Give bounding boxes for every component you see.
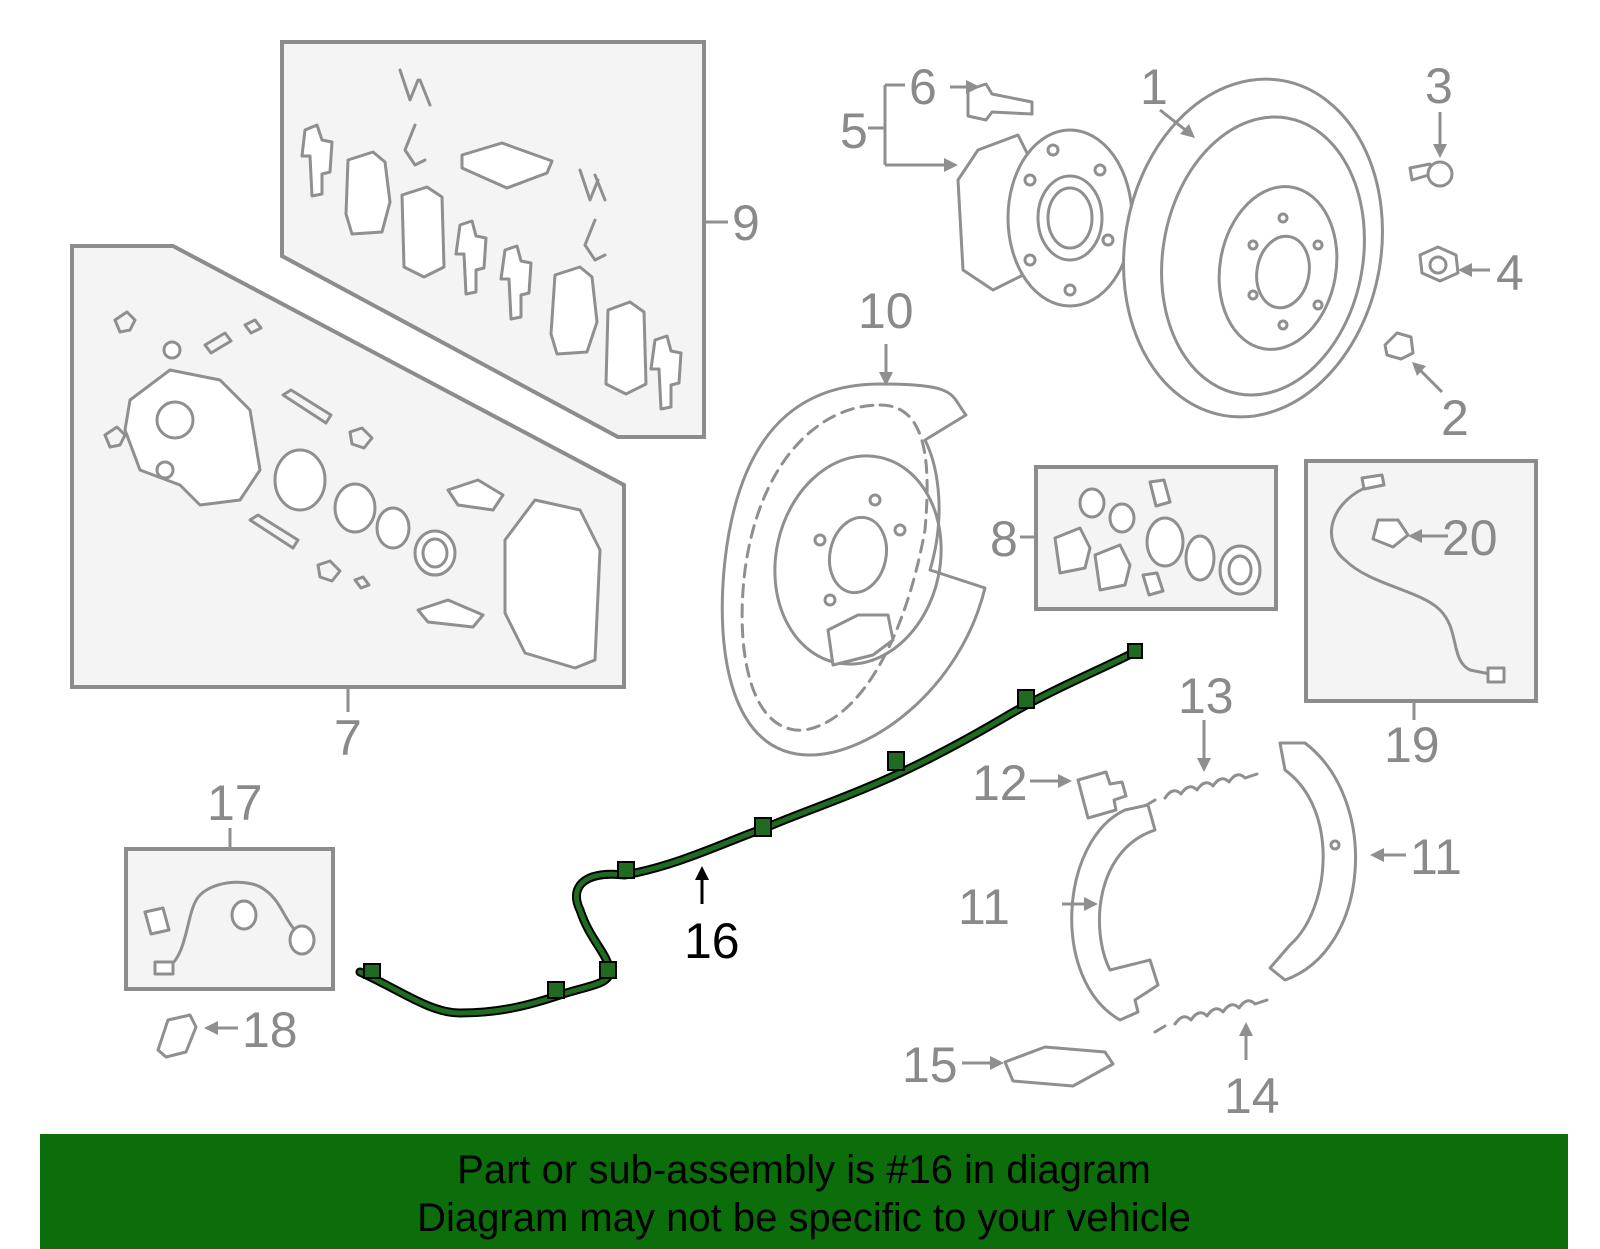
label-4: 4 (1496, 245, 1524, 301)
part-group-17: 17 (124, 775, 335, 991)
label-7: 7 (334, 710, 362, 766)
label-9: 9 (732, 195, 760, 251)
label-20: 20 (1442, 510, 1498, 566)
label-13: 13 (1178, 668, 1234, 724)
cable-clip (599, 961, 617, 979)
cable-clip (617, 861, 635, 879)
part-connector-12: 12 (972, 755, 1128, 820)
part-group-7: 7 (70, 244, 626, 766)
part-backing-plate-10: 10 (720, 283, 987, 757)
label-16: 16 (684, 913, 740, 969)
highlighted-part-16-cable[interactable]: 16 (355, 643, 1143, 1018)
label-19: 19 (1384, 717, 1440, 773)
part-group-19: 20 19 (1304, 459, 1538, 773)
cable-clip (363, 963, 381, 979)
part-brake-shoes-11: 11 11 (958, 741, 1462, 1022)
cable-clip (1017, 689, 1035, 709)
part-bracket-18: 18 (156, 1002, 298, 1059)
label-3: 3 (1425, 58, 1453, 114)
label-15: 15 (902, 1037, 958, 1093)
part-hub-5: 6 5 (840, 59, 1134, 308)
label-11-right: 11 (1410, 829, 1462, 885)
label-6: 6 (909, 59, 937, 115)
label-18: 18 (242, 1002, 298, 1058)
cable-clip (1127, 643, 1143, 659)
label-14: 14 (1224, 1068, 1280, 1124)
label-1: 1 (1140, 59, 1168, 115)
label-10: 10 (858, 283, 914, 339)
part-rotor-1: 1 (1122, 59, 1384, 419)
label-5: 5 (840, 103, 868, 159)
cable-clip (547, 981, 565, 999)
info-banner: Part or sub-assembly is #16 in diagram D… (40, 1134, 1568, 1249)
label-17: 17 (207, 775, 263, 831)
part-hardware-2-3-4: 3 4 2 (1383, 58, 1524, 446)
cable-clip (754, 817, 772, 837)
cable-clip (887, 751, 905, 771)
label-2: 2 (1441, 390, 1469, 446)
label-8: 8 (990, 511, 1018, 567)
part-group-9: 9 (280, 40, 760, 439)
label-11-left: 11 (958, 879, 1010, 935)
part-group-8: 8 (990, 465, 1278, 611)
banner-line-1: Part or sub-assembly is #16 in diagram (457, 1148, 1151, 1192)
label-12: 12 (972, 755, 1028, 811)
banner-line-2: Diagram may not be specific to your vehi… (417, 1196, 1191, 1240)
